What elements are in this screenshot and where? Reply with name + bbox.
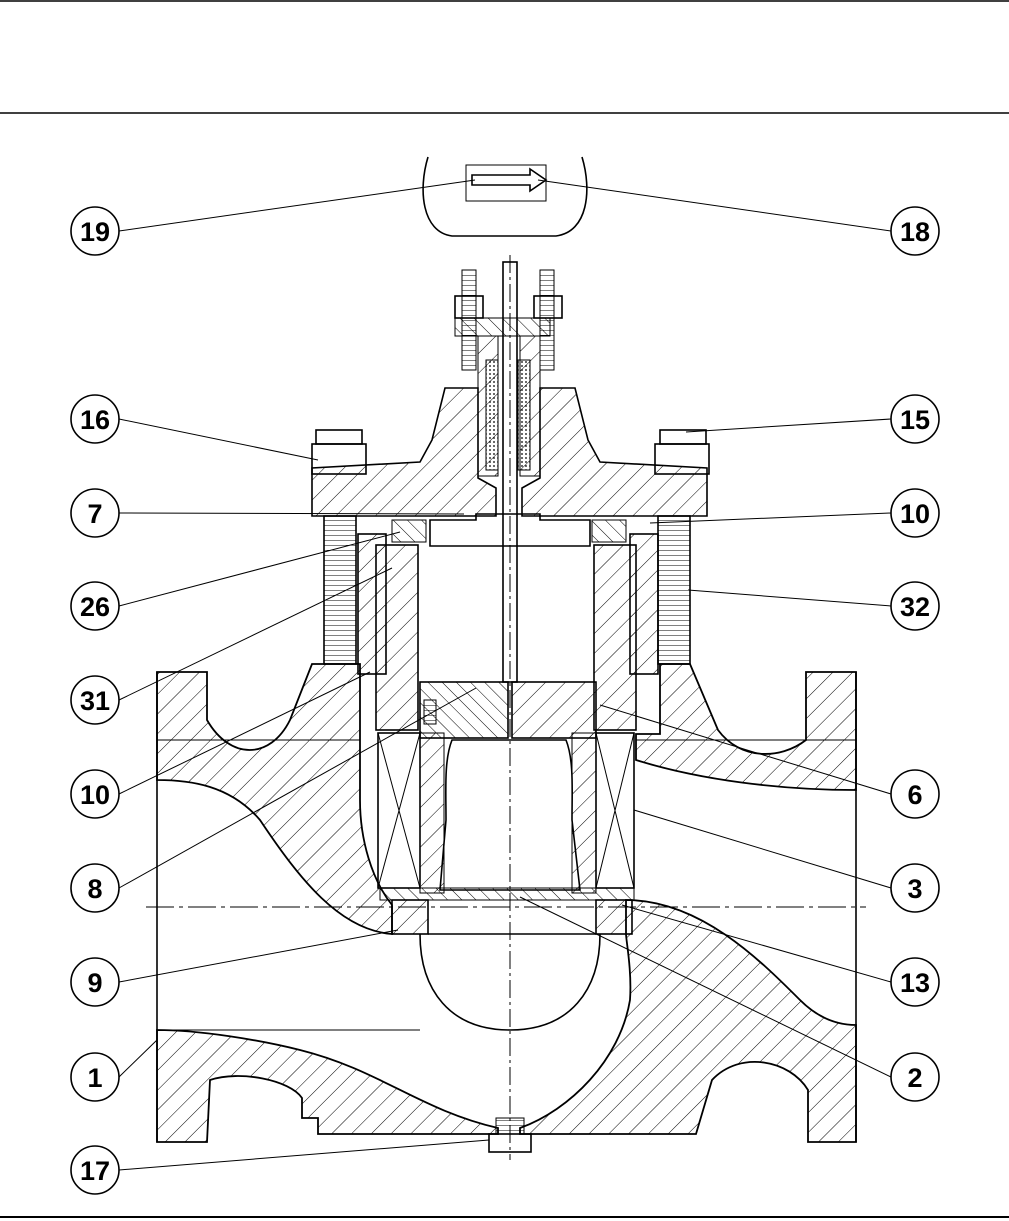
seat-ring — [380, 888, 634, 934]
valve-plug — [420, 682, 596, 890]
callout-6: 6 — [891, 770, 939, 818]
callout-9: 9 — [71, 958, 119, 1006]
callout-32: 32 — [891, 582, 939, 630]
callout-13: 13 — [891, 958, 939, 1006]
callout-label: 9 — [87, 968, 102, 998]
callout-label: 8 — [87, 874, 102, 904]
callout-label: 10 — [900, 499, 930, 529]
callout-label: 18 — [900, 217, 930, 247]
top-gaskets — [392, 514, 626, 546]
callout-label: 32 — [900, 592, 930, 622]
callout-label: 31 — [80, 686, 110, 716]
callout-label: 15 — [900, 405, 930, 435]
callout-label: 1 — [87, 1063, 102, 1093]
callout-16: 16 — [71, 395, 119, 443]
callout-label: 2 — [907, 1063, 922, 1093]
callout-17: 17 — [71, 1146, 119, 1194]
callout-10-lower: 10 — [71, 770, 119, 818]
callout-10-upper: 10 — [891, 489, 939, 537]
callout-7: 7 — [71, 489, 119, 537]
callout-label: 7 — [87, 499, 102, 529]
callout-1: 1 — [71, 1053, 119, 1101]
callout-label: 16 — [80, 405, 110, 435]
callout-3: 3 — [891, 864, 939, 912]
callout-label: 19 — [80, 217, 110, 247]
callout-31: 31 — [71, 676, 119, 724]
callout-label: 6 — [907, 780, 922, 810]
callout-8: 8 — [71, 864, 119, 912]
callout-label: 26 — [80, 592, 110, 622]
callout-19: 19 — [71, 207, 119, 255]
callout-label: 13 — [900, 968, 930, 998]
callout-label: 10 — [80, 780, 110, 810]
flow-indicator — [423, 157, 587, 236]
callout-2: 2 — [891, 1053, 939, 1101]
callout-15: 15 — [891, 395, 939, 443]
callout-label: 3 — [907, 874, 922, 904]
callout-26: 26 — [71, 582, 119, 630]
callout-18: 18 — [891, 207, 939, 255]
cage — [378, 733, 634, 893]
callout-label: 17 — [80, 1156, 110, 1186]
